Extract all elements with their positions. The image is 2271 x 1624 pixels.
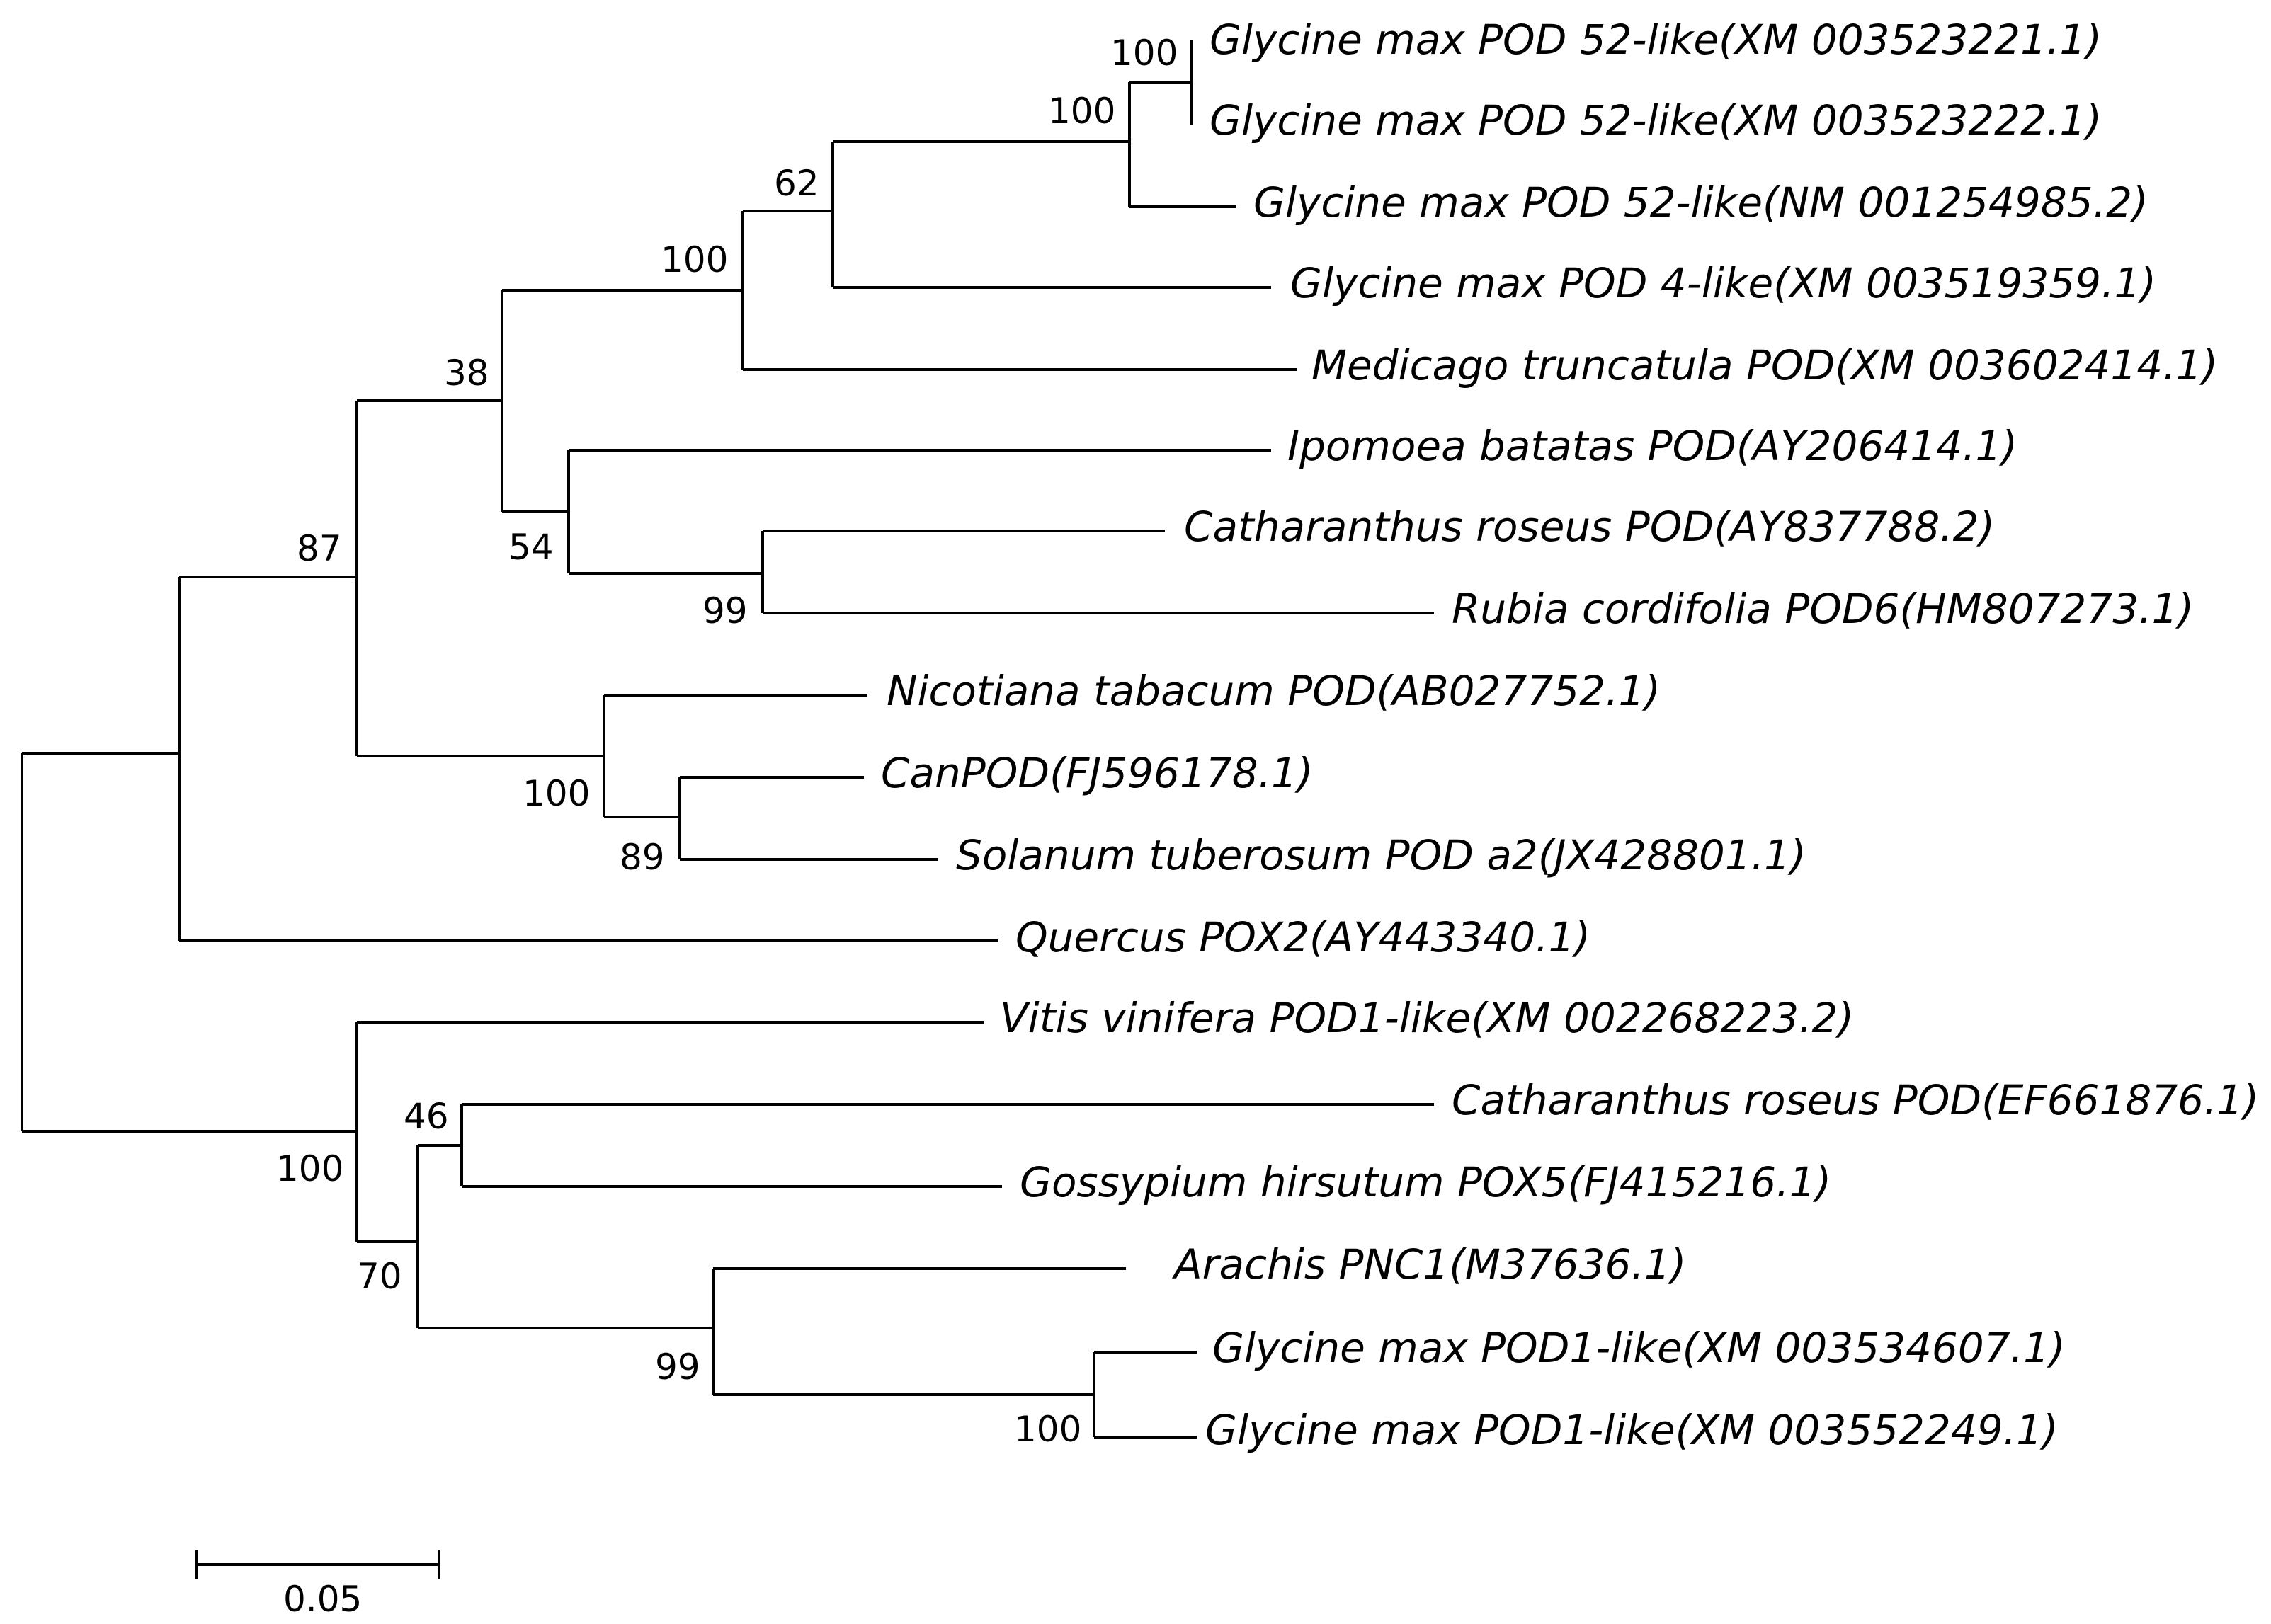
support-value: 46: [404, 1096, 449, 1137]
leaf-label: Glycine max POD1-like(XM 003552249.1): [1205, 1406, 2059, 1454]
leaf-label: Medicago truncatula POD(XM 003602414.1): [1311, 341, 2218, 389]
support-value: 99: [702, 590, 748, 631]
support-values: 100 100 62 100 38 54 99 87 100 89 100 46…: [276, 33, 1178, 1450]
leaf-label: Catharanthus roseus POD(EF661876.1): [1452, 1076, 2259, 1124]
leaf-label: Glycine max POD 4-like(XM 003519359.1): [1290, 259, 2156, 307]
leaf-label: Ipomoea batatas POD(AY206414.1): [1287, 422, 2017, 470]
support-value: 100: [1048, 91, 1115, 132]
support-value: 100: [661, 239, 728, 280]
leaf-label: Rubia cordifolia POD6(HM807273.1): [1452, 585, 2194, 633]
leaf-label: Nicotiana tabacum POD(AB027752.1): [887, 667, 1661, 715]
support-value: 54: [508, 527, 554, 568]
leaf-label: Gossypium hirsutum POX5(FJ415216.1): [1020, 1158, 1831, 1206]
leaf-label: Quercus POX2(AY443340.1): [1015, 913, 1590, 961]
leaf-label: Glycine max POD 52-like(XM 003523222.1): [1210, 96, 2102, 144]
tree-branches: [21, 40, 1434, 1439]
support-value: 99: [655, 1346, 700, 1388]
leaf-label: Glycine max POD 52-like(XM 003523221.1): [1210, 16, 2102, 64]
leaf-label: Glycine max POD1-like(XM 003534607.1): [1212, 1324, 2066, 1372]
leaf-label: Catharanthus roseus POD(AY837788.2): [1184, 503, 1995, 551]
support-value: 100: [1014, 1409, 1081, 1450]
leaf-label: CanPOD(FJ596178.1): [881, 749, 1314, 797]
leaf-label: Vitis vinifera POD1-like(XM 002268223.2): [1000, 994, 1854, 1042]
scale-bar: 0.05: [195, 1550, 440, 1620]
support-value: 87: [297, 528, 342, 569]
scale-bar-label: 0.05: [283, 1579, 362, 1620]
support-value: 62: [774, 163, 819, 204]
support-value: 100: [523, 773, 590, 814]
support-value: 100: [276, 1148, 343, 1189]
support-value: 70: [357, 1256, 402, 1297]
support-value: 89: [620, 837, 665, 878]
leaf-label: Solanum tuberosum POD a2(JX428801.1): [956, 831, 1806, 879]
leaf-labels: Glycine max POD 52-like(XM 003523221.1) …: [881, 16, 2259, 1454]
leaf-label: Glycine max POD 52-like(NM 001254985.2): [1253, 178, 2148, 227]
support-value: 100: [1110, 33, 1178, 74]
support-value: 38: [444, 353, 489, 394]
leaf-label: Arachis PNC1(M37636.1): [1171, 1240, 1686, 1288]
